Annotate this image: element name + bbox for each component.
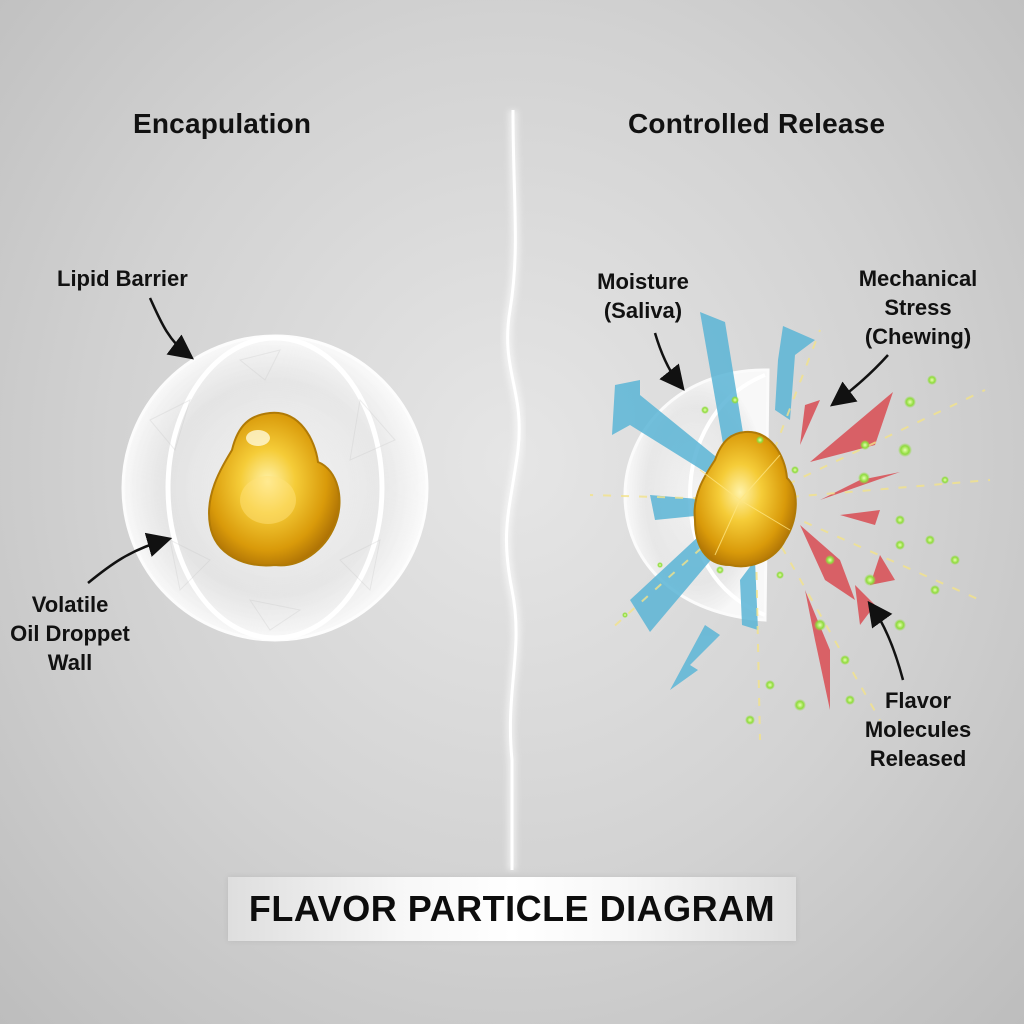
diagram-title: FLAVOR PARTICLE DIAGRAM	[248, 888, 776, 929]
arrow-mechanical-stress	[830, 354, 889, 407]
moisture-shards	[612, 312, 815, 690]
label-moisture-saliva: Moisture (Saliva)	[597, 269, 689, 323]
encapsulated-capsule	[121, 334, 429, 642]
heading-controlled-release: Controlled Release	[628, 108, 886, 139]
flavor-particles	[622, 375, 960, 725]
label-flavor-molecules-released: Flavor Molecules Released	[864, 688, 972, 771]
title-banner: FLAVOR PARTICLE DIAGRAM	[228, 877, 796, 941]
arrow-oil-wall	[87, 532, 173, 584]
arrow-lipid-barrier	[148, 297, 194, 360]
heading-encapsulation: Encapulation	[133, 108, 312, 139]
divider-squiggle	[501, 109, 524, 870]
label-volatile-oil-droplet-wall: Volatile Oil Droppet Wall	[10, 592, 130, 675]
label-mechanical-stress: Mechanical Stress (Chewing)	[858, 266, 978, 349]
arrow-flavor-molecules	[867, 600, 905, 681]
arrow-moisture	[653, 332, 685, 391]
label-lipid-barrier: Lipid Barrier	[57, 266, 188, 291]
stress-shards	[800, 392, 900, 710]
